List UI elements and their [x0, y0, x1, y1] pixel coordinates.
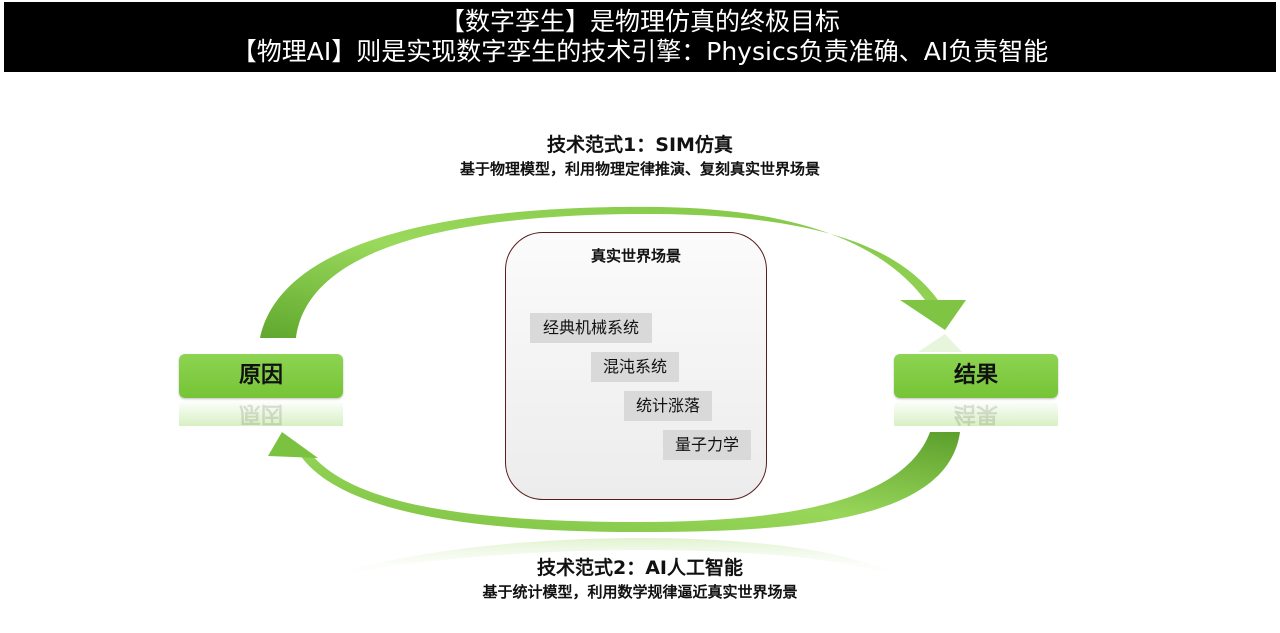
paradigm-sim: 技术范式1：SIM仿真 基于物理模型，利用物理定律推演、复刻真实世界场景	[240, 132, 1040, 180]
header-title-line-1: 【数字孪生】是物理仿真的终极目标	[439, 7, 840, 36]
arrow-top-head-glow	[918, 334, 962, 352]
paradigm-ai: 技术范式2：AI人工智能 基于统计模型，利用数学规律逼近真实世界场景	[240, 555, 1040, 603]
tag-statistical-fluctuation: 统计涨落	[624, 391, 712, 421]
node-cause-reflection: 原因	[179, 400, 343, 426]
paradigm-ai-description: 基于统计模型，利用数学规律逼近真实世界场景	[482, 583, 798, 601]
paradigm-sim-description: 基于物理模型，利用物理定律推演、复刻真实世界场景	[459, 160, 820, 178]
header-banner: 【数字孪生】是物理仿真的终极目标 【物理AI】则是实现数字孪生的技术引擎：Phy…	[4, 2, 1276, 72]
arrow-top-head	[900, 300, 966, 330]
tag-chaotic-system: 混沌系统	[591, 352, 679, 382]
node-effect: 结果	[894, 354, 1058, 398]
real-world-scenario-title: 真实世界场景	[590, 247, 681, 265]
arrow-bottom-glow	[315, 538, 905, 580]
arrow-bottom-head	[268, 432, 318, 458]
tag-quantum-mechanics: 量子力学	[663, 430, 751, 460]
real-world-scenario-box: 真实世界场景 经典机械系统 混沌系统 统计涨落 量子力学	[505, 232, 767, 500]
tag-classical-mechanics: 经典机械系统	[530, 313, 652, 343]
node-effect-reflection: 结果	[894, 400, 1058, 426]
header-title-line-2: 【物理AI】则是实现数字孪生的技术引擎：Physics负责准确、AI负责智能	[231, 37, 1049, 66]
paradigm-ai-title: 技术范式2：AI人工智能	[537, 557, 743, 579]
paradigm-sim-title: 技术范式1：SIM仿真	[547, 134, 733, 156]
node-cause: 原因	[179, 354, 343, 398]
